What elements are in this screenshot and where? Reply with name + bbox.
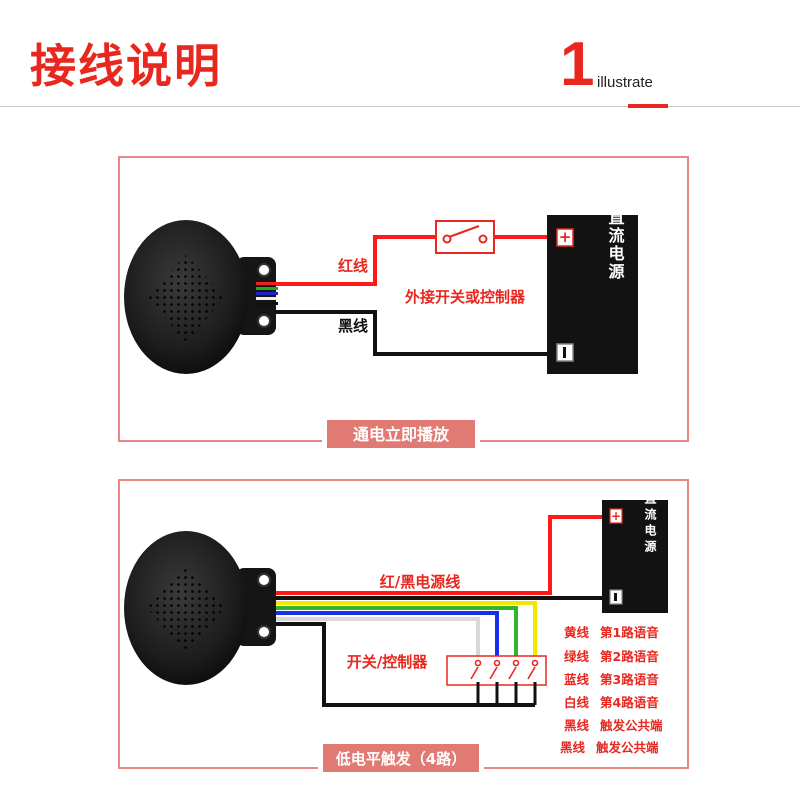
switch-icon xyxy=(435,220,495,254)
legend-desc: 触发公共端 xyxy=(595,740,659,755)
wire-legend: 黄线 第1路语音 绿线 第2路语音 蓝线 第3路语音 白线 第4路语音 黑线 触… xyxy=(560,625,663,755)
legend-wire: 黑线 xyxy=(560,740,586,755)
legend-desc: 第3路语音 xyxy=(600,672,659,687)
legend-desc: 第2路语音 xyxy=(600,649,659,664)
dc-power-supply: + 直流电源 xyxy=(602,491,668,613)
diagram-1-caption: 通电立即播放 xyxy=(353,425,450,444)
page-title: 接线说明 xyxy=(30,39,222,93)
minus-terminal xyxy=(563,347,566,358)
blue-wire xyxy=(276,611,499,661)
diagram-1: + 直流电源 红线 黑线 外接开关或控制器 通电立即播放 xyxy=(118,156,689,452)
yellow-wire xyxy=(276,601,537,661)
power-wire-label: 红/黑电源线 xyxy=(380,573,460,591)
legend-wire: 蓝线 xyxy=(564,672,590,687)
speaker-icon xyxy=(124,220,278,374)
legend-desc: 触发公共端 xyxy=(599,718,663,733)
diagram-2-caption: 低电平触发（4路） xyxy=(335,750,466,768)
plus-terminal: + xyxy=(611,509,621,523)
caption-bar xyxy=(327,420,475,448)
black-common-wire xyxy=(276,622,535,707)
section-number: 1 xyxy=(560,30,595,99)
black-wire xyxy=(276,310,548,356)
power-label: 直流电源 xyxy=(643,491,657,556)
diagram-2: + 直流电源 红/黑电源线 开关/控制器 黄线 第1路语音 绿线 第2路语音 蓝… xyxy=(118,479,689,776)
plus-terminal: + xyxy=(559,228,572,246)
legend-wire: 黄线 xyxy=(564,625,590,640)
red-wire-label: 红线 xyxy=(338,257,368,275)
red-wire xyxy=(276,235,438,286)
red-power-wire xyxy=(276,515,604,595)
dc-power-supply: + 直流电源 xyxy=(547,208,638,374)
power-label: 直流电源 xyxy=(606,208,625,281)
legend-desc: 第4路语音 xyxy=(600,695,659,710)
caption-bar xyxy=(323,744,479,772)
switch-label: 外接开关或控制器 xyxy=(404,288,526,306)
header-divider xyxy=(0,106,800,107)
legend-wire: 白线 xyxy=(564,695,590,710)
controller-switches xyxy=(446,655,547,705)
legend-wire: 绿线 xyxy=(564,649,590,664)
legend-wire: 黑线 xyxy=(564,718,590,733)
black-wire-label: 黑线 xyxy=(338,317,368,335)
header-accent-bar xyxy=(628,104,668,108)
minus-terminal xyxy=(614,593,617,601)
legend-desc: 第1路语音 xyxy=(600,625,659,640)
green-wire xyxy=(276,606,518,661)
section-subtitle: illustrate xyxy=(597,74,653,91)
speaker-icon xyxy=(124,531,276,685)
white-wire xyxy=(276,617,480,661)
controller-label: 开关/控制器 xyxy=(347,653,428,671)
